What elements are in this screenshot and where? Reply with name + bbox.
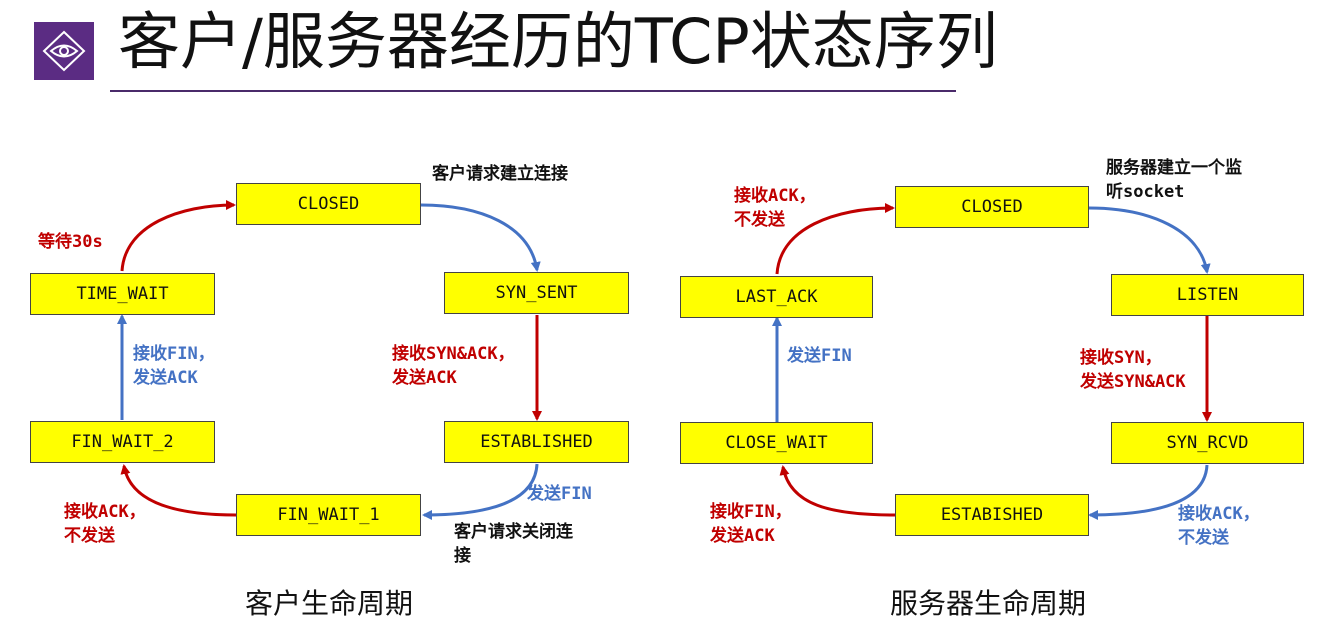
server-label-recv-syn: 接收SYN， 发送SYN&ACK xyxy=(1080,348,1186,392)
arrow-finwait1-to-finwait2 xyxy=(120,464,237,517)
client-state-fin-wait-2: FIN_WAIT_2 xyxy=(30,421,215,463)
arrow-timewait-to-closed xyxy=(120,200,236,272)
client-state-established: ESTABLISHED xyxy=(444,421,629,463)
arrow-server-closed-to-listen xyxy=(1088,206,1211,274)
client-label-request-connect: 客户请求建立连接 xyxy=(432,164,568,184)
server-state-closed: CLOSED xyxy=(895,186,1089,228)
client-state-closed: CLOSED xyxy=(236,183,421,225)
server-state-syn-rcvd: SYN_RCVD xyxy=(1111,422,1304,464)
arrow-lastack-to-closed xyxy=(775,203,895,275)
arrow-closed-to-synsent xyxy=(420,203,541,272)
title-divider xyxy=(110,90,956,92)
client-state-fin-wait-1: FIN_WAIT_1 xyxy=(236,494,421,536)
logo-icon xyxy=(34,22,94,80)
client-state-time-wait: TIME_WAIT xyxy=(30,273,215,315)
arrow-established-to-closewait xyxy=(779,465,896,517)
arrow-established-to-finwait1 xyxy=(422,463,539,520)
client-label-send-fin: 发送FIN xyxy=(527,484,592,504)
arrow-synrcvd-to-established xyxy=(1088,464,1209,520)
client-label-recv-fin: 接收FIN， 发送ACK xyxy=(133,344,215,388)
server-label-recv-ack-1: 接收ACK， 不发送 xyxy=(734,186,816,230)
server-label-recv-ack-2: 接收ACK， 不发送 xyxy=(1178,504,1260,548)
server-state-last-ack: LAST_ACK xyxy=(680,276,873,318)
server-label-send-fin: 发送FIN xyxy=(787,346,852,366)
client-label-recv-synack: 接收SYN&ACK， 发送ACK xyxy=(392,344,515,388)
page-title: 客户/服务器经历的TCP状态序列 xyxy=(118,5,998,78)
server-state-close-wait: CLOSE_WAIT xyxy=(680,422,873,464)
server-state-listen: LISTEN xyxy=(1111,274,1304,316)
client-state-syn-sent: SYN_SENT xyxy=(444,272,629,314)
client-label-recv-ack: 接收ACK， 不发送 xyxy=(64,502,146,546)
server-label-listen-socket: 服务器建立一个监 听socket xyxy=(1106,158,1242,202)
client-label-wait-30s: 等待30s xyxy=(38,232,103,252)
client-caption: 客户生命周期 xyxy=(245,587,414,620)
server-state-established: ESTABISHED xyxy=(895,494,1089,536)
client-label-request-close: 客户请求关闭连 接 xyxy=(454,522,573,566)
server-label-recv-fin: 接收FIN， 发送ACK xyxy=(710,502,792,546)
server-caption: 服务器生命周期 xyxy=(890,587,1087,620)
